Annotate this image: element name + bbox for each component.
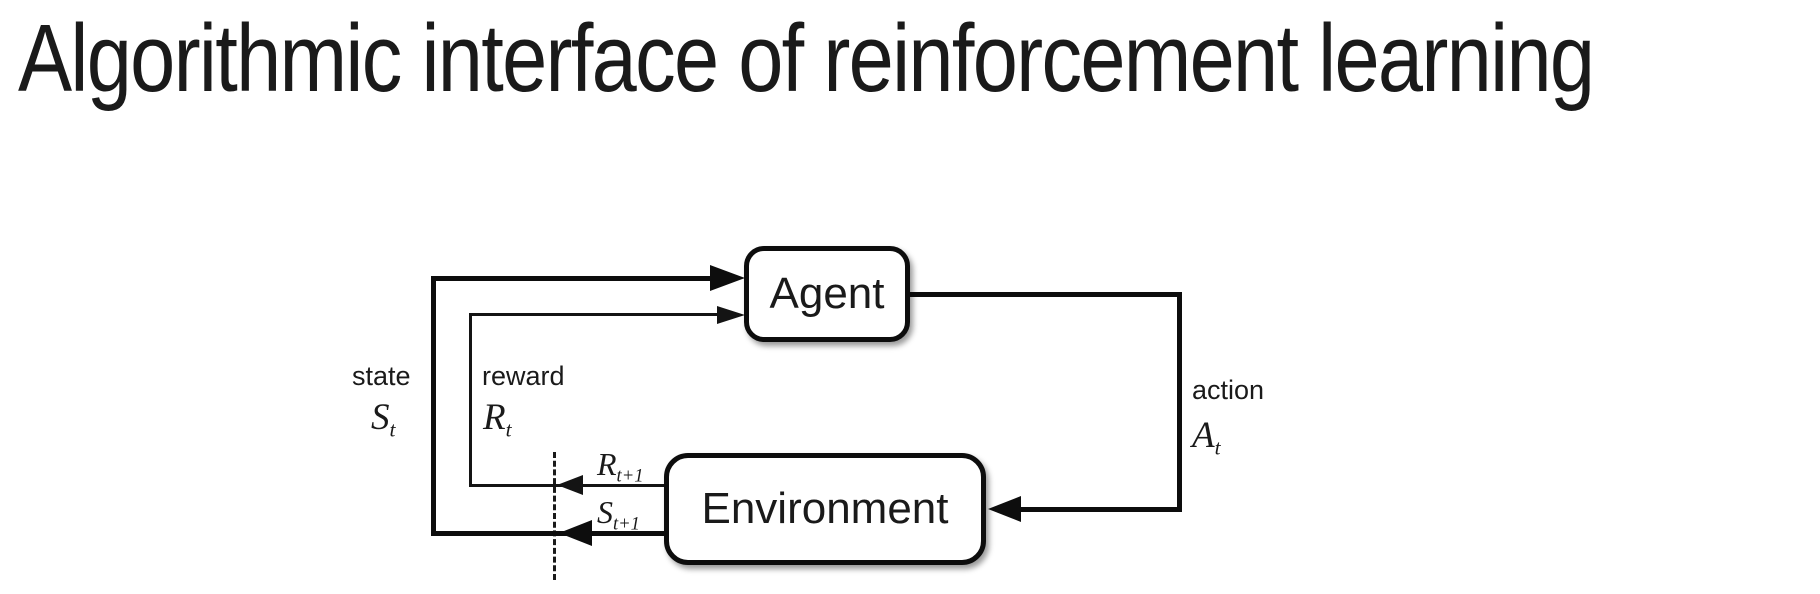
- action-label: action: [1192, 375, 1265, 405]
- state-line-vertical: [431, 276, 436, 536]
- next-state-line: [431, 531, 664, 536]
- state-label: state: [352, 361, 411, 391]
- agent-box: Agent: [744, 246, 910, 342]
- reward-line-vertical: [469, 313, 472, 487]
- next-reward-symbol: Rt+1: [597, 446, 644, 487]
- state-line-top: [431, 276, 713, 281]
- next-state-arrowhead-icon: [559, 520, 592, 546]
- time-boundary-dashed-line: [553, 452, 556, 580]
- environment-box: Environment: [664, 453, 986, 565]
- action-symbol: At: [1192, 415, 1221, 460]
- environment-label: Environment: [701, 484, 949, 533]
- slide-title: Algorithmic interface of reinforcement l…: [18, 5, 1595, 112]
- action-line-vertical: [1177, 292, 1182, 512]
- action-line-bottom: [1020, 507, 1182, 512]
- state-symbol: St: [371, 397, 396, 442]
- next-reward-arrowhead-icon: [557, 475, 583, 495]
- action-line-top: [903, 292, 1182, 297]
- next-state-symbol: St+1: [597, 494, 640, 535]
- agent-label: Agent: [769, 269, 885, 318]
- reward-into-agent-arrowhead-icon: [717, 306, 745, 324]
- state-into-agent-arrowhead-icon: [710, 265, 745, 291]
- reward-symbol: Rt: [483, 397, 512, 442]
- reward-label: reward: [482, 361, 565, 391]
- action-into-environment-arrowhead-icon: [988, 496, 1021, 522]
- reward-line-top: [469, 313, 719, 316]
